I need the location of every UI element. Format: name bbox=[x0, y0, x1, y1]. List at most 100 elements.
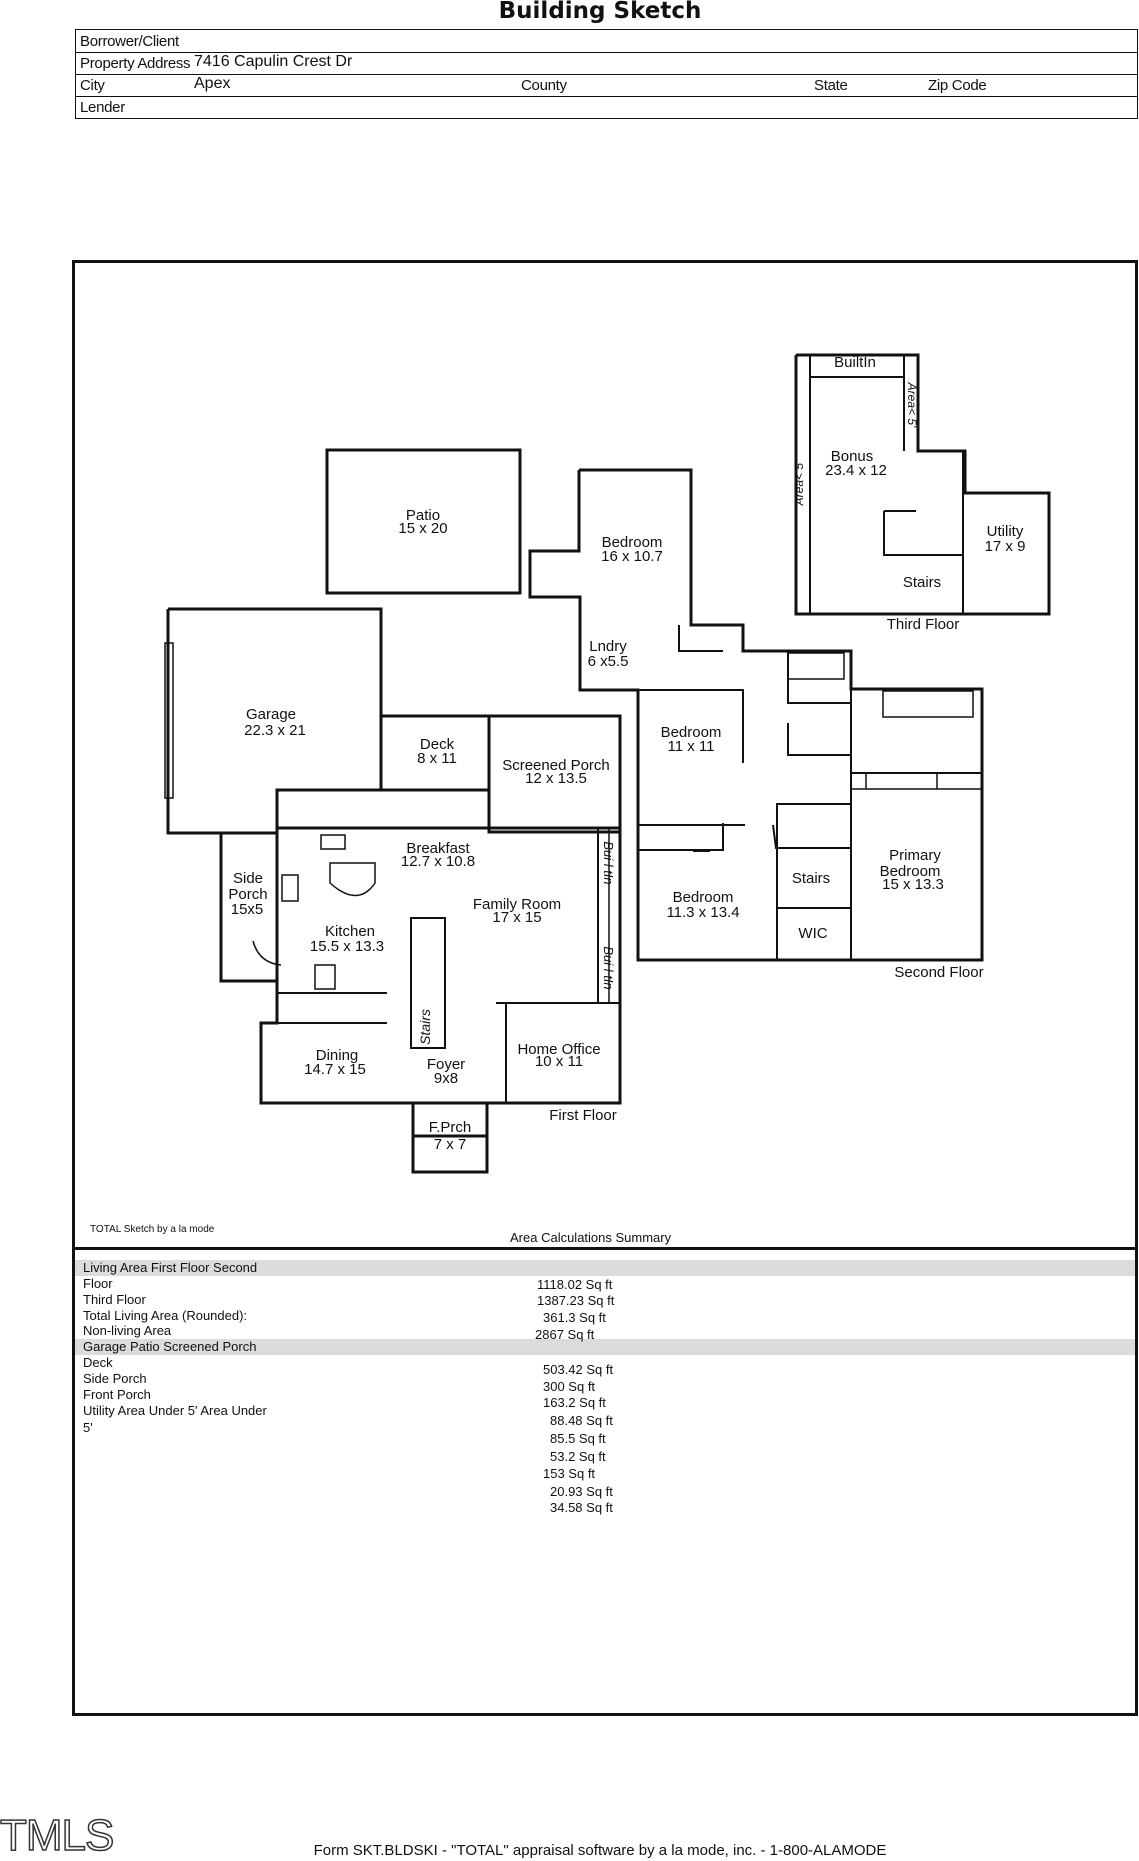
area-value: 20.93 Sq ft bbox=[550, 1484, 613, 1499]
builtin-label-a: Bui l tIn bbox=[601, 841, 616, 884]
state-label: State bbox=[814, 77, 848, 94]
breakfast-dim: 12.7 x 10.8 bbox=[401, 853, 475, 870]
utility-label: Utility bbox=[987, 523, 1024, 540]
area-under-5-label-a: Area< 5' bbox=[905, 382, 919, 428]
primary-bedroom-label-2: Bedroom bbox=[880, 863, 941, 880]
side-porch-label: Side bbox=[233, 870, 263, 887]
primary-bedroom-dim: 15 x 13.3 bbox=[882, 876, 944, 893]
home-office-dim: 10 x 11 bbox=[535, 1053, 583, 1070]
patio-outline bbox=[325, 448, 522, 595]
room-labels: BuiltIn Area< 5' Area< 5' Bonus 23.4 x 1… bbox=[228, 354, 1025, 1153]
summary-label: Utility Area Under 5' Area Under bbox=[83, 1403, 267, 1418]
area-value: 503.42 Sq ft bbox=[543, 1362, 614, 1377]
bonus-label: Bonus bbox=[831, 448, 874, 465]
front-porch-dim: 7 x 7 bbox=[434, 1136, 467, 1153]
second-floor-label: Second Floor bbox=[894, 964, 983, 981]
patio-label: Patio bbox=[406, 507, 440, 524]
side-porch-dim: 15x5 bbox=[231, 901, 264, 918]
header-table: Borrower/Client Property Address 7416 Ca… bbox=[75, 29, 1138, 119]
borrower-row: Borrower/Client bbox=[76, 30, 1137, 53]
bedroom-1-dim: 16 x 10.7 bbox=[601, 548, 663, 565]
garage-dim: 22.3 x 21 bbox=[244, 722, 306, 739]
dining-dim: 14.7 x 15 bbox=[304, 1061, 366, 1078]
laundry-dim: 6 x5.5 bbox=[588, 653, 629, 670]
summary-label: Third Floor bbox=[83, 1292, 146, 1307]
home-office-label: Home Office bbox=[517, 1041, 600, 1058]
first-floor-label: First Floor bbox=[549, 1107, 617, 1124]
garage-outline bbox=[164, 607, 383, 835]
address-value: 7416 Capulin Crest Dr bbox=[194, 53, 353, 70]
area-value: 1118.02 Sq ft bbox=[537, 1277, 613, 1292]
living-area-band bbox=[75, 1260, 1135, 1276]
area-value: 1387.23 Sq ft bbox=[537, 1293, 615, 1308]
area-value: 2867 Sq ft bbox=[535, 1327, 595, 1342]
area-value: 53.2 Sq ft bbox=[550, 1449, 606, 1464]
kitchen-label: Kitchen bbox=[325, 923, 375, 940]
stairs-third-label: Stairs bbox=[903, 574, 941, 591]
lender-label: Lender bbox=[80, 99, 125, 116]
sketch-frame: BuiltIn Area< 5' Area< 5' Bonus 23.4 x 1… bbox=[72, 260, 1138, 1716]
bedroom-3-dim: 11.3 x 13.4 bbox=[666, 904, 739, 921]
stairs-first-label: Stairs bbox=[417, 1009, 433, 1045]
builtin-label-b: Bui l tIn bbox=[601, 946, 616, 989]
logo-text: TMLS bbox=[0, 1812, 113, 1856]
area-value: 163.2 Sq ft bbox=[543, 1395, 606, 1410]
screened-porch-dim: 12 x 13.5 bbox=[525, 770, 587, 787]
patio-dim: 15 x 20 bbox=[398, 520, 447, 537]
address-row: Property Address 7416 Capulin Crest Dr bbox=[76, 52, 1137, 75]
bedroom-1-label: Bedroom bbox=[602, 534, 663, 551]
non-living-band bbox=[75, 1339, 1135, 1355]
city-label: City bbox=[80, 77, 105, 94]
county-label: County bbox=[521, 77, 567, 94]
family-room-dim: 17 x 15 bbox=[492, 909, 541, 926]
summary-label: Living Area First Floor Second bbox=[83, 1260, 258, 1275]
side-porch-outline bbox=[219, 831, 279, 983]
area-summary: Living Area First Floor Second Floor Thi… bbox=[75, 1247, 1138, 1716]
summary-label: Non-living Area bbox=[83, 1323, 172, 1338]
area-under-5-label-b: Area< 5' bbox=[792, 460, 806, 506]
lender-row: Lender bbox=[76, 96, 1137, 118]
area-value: 153 Sq ft bbox=[543, 1466, 596, 1481]
primary-bedroom-label: Primary bbox=[889, 847, 941, 864]
tmls-logo: TMLS bbox=[0, 1812, 115, 1856]
zip-label: Zip Code bbox=[928, 77, 987, 94]
screened-porch-outline bbox=[487, 714, 622, 834]
deck-label: Deck bbox=[420, 736, 455, 753]
second-floor-plan bbox=[528, 468, 984, 962]
area-value: 361.3 Sq ft bbox=[543, 1310, 606, 1325]
borrower-label: Borrower/Client bbox=[80, 33, 179, 50]
dining-label: Dining bbox=[316, 1047, 359, 1064]
area-value: 300 Sq ft bbox=[543, 1379, 596, 1394]
garage-label: Garage bbox=[246, 706, 296, 723]
foyer-label: Foyer bbox=[427, 1056, 465, 1073]
foyer-dim: 9x8 bbox=[434, 1070, 458, 1087]
city-value: Apex bbox=[194, 75, 231, 92]
summary-label: Floor bbox=[83, 1276, 113, 1291]
wic-label: WIC bbox=[798, 925, 827, 942]
area-value: 85.5 Sq ft bbox=[550, 1431, 606, 1446]
summary-label: 5' bbox=[83, 1420, 93, 1435]
bedroom-2-dim: 11 x 11 bbox=[668, 738, 715, 755]
summary-label: Total Living Area (Rounded): bbox=[83, 1308, 248, 1323]
summary-label: Garage Patio Screened Porch bbox=[83, 1339, 257, 1354]
family-room-label: Family Room bbox=[473, 896, 561, 913]
builtin-label: BuiltIn bbox=[834, 354, 876, 371]
form-footer: Form SKT.BLDSKI - "TOTAL" appraisal soft… bbox=[313, 1842, 887, 1859]
third-floor-label: Third Floor bbox=[887, 616, 960, 633]
area-value: 34.58 Sq ft bbox=[550, 1500, 613, 1515]
summary-title: Area Calculations Summary bbox=[510, 1230, 672, 1245]
kitchen-dim: 15.5 x 13.3 bbox=[310, 938, 384, 955]
sketch-credit: TOTAL Sketch by a la mode bbox=[90, 1224, 215, 1235]
stairs-second-label: Stairs bbox=[792, 870, 830, 887]
laundry-label: Lndry bbox=[589, 638, 627, 655]
summary-label: Front Porch bbox=[83, 1387, 151, 1402]
deck-dim: 8 x 11 bbox=[417, 750, 457, 767]
front-porch-label: F.Prch bbox=[429, 1119, 472, 1136]
summary-label: Side Porch bbox=[83, 1371, 147, 1386]
bonus-dim: 23.4 x 12 bbox=[825, 462, 887, 479]
side-porch-label-2: Porch bbox=[228, 886, 267, 903]
front-porch-outline bbox=[411, 1101, 489, 1174]
address-label: Property Address bbox=[80, 55, 191, 72]
screened-porch-label: Screened Porch bbox=[502, 757, 610, 774]
page-title: Building Sketch bbox=[498, 0, 702, 24]
